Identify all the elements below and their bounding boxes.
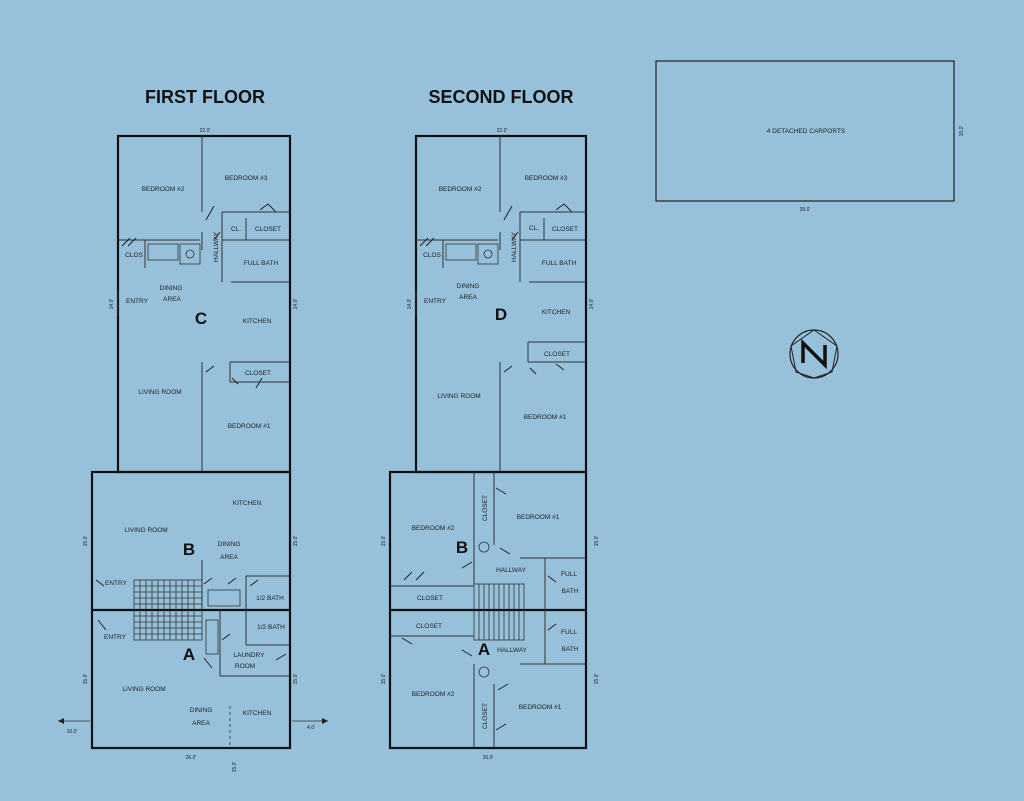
sb-closet-v: CLOSET xyxy=(482,495,489,521)
d-dining: DINING xyxy=(457,283,480,290)
b-dim-left: 15.0' xyxy=(83,536,89,547)
sb-full: FULL xyxy=(561,571,577,578)
unit-2b-letter: B xyxy=(456,538,468,557)
carport-width-dim: 39.0' xyxy=(800,207,811,213)
c-dining: DINING xyxy=(160,285,183,292)
unit-a-letter: A xyxy=(183,645,195,664)
d-clos: CLOS xyxy=(423,252,441,259)
a-dim-bottom: 26.0' xyxy=(186,755,197,761)
a-area: AREA xyxy=(192,720,210,727)
b-half-bath: 1/2 BATH xyxy=(256,595,284,602)
a-half-bath: 1/2 BATH xyxy=(257,624,285,631)
d-hallway: HALLWAY xyxy=(511,231,518,262)
sa-bedroom1: BEDROOM #1 xyxy=(519,704,562,711)
a-dim-right: 15.0' xyxy=(293,674,299,685)
a-room: ROOM xyxy=(235,663,255,670)
c-bedroom1: BEDROOM #1 xyxy=(228,423,271,430)
unit-d-letter: D xyxy=(495,305,507,324)
sa-bedroom2: BEDROOM #2 xyxy=(412,691,455,698)
a-dim-left-ext: 10.0' xyxy=(67,729,78,735)
carport-depth-dim: 15.0' xyxy=(959,126,965,137)
sa-dim-right: 15.0' xyxy=(594,674,600,685)
c-closet: CLOSET xyxy=(245,370,271,377)
second-floor-units-ab: BEDROOM #2 CLOSET BEDROOM #1 B HALLWAY F… xyxy=(381,470,600,761)
sb-closet: CLOSET xyxy=(417,595,443,602)
c-dim-top: 22.0' xyxy=(200,128,211,134)
b-dim-right: 15.0' xyxy=(293,536,299,547)
a-kitchen: KITCHEN xyxy=(243,710,272,717)
carport-block: 4 DETACHED CARPORTS 39.0' 15.0' xyxy=(655,60,965,213)
d-cl: CL. xyxy=(529,225,539,232)
sb-dim-left: 15.0' xyxy=(381,536,387,547)
c-entry: ENTRY xyxy=(126,298,149,305)
a-laundry: LAUNDRY xyxy=(234,652,266,659)
sb-bath: BATH xyxy=(562,588,579,595)
sa-closet-v: CLOSET xyxy=(482,703,489,729)
c-full-bath: FULL BATH xyxy=(244,260,279,267)
sa-bath: BATH xyxy=(562,646,579,653)
a-living-room: LIVING ROOM xyxy=(122,686,165,693)
a-entry: ENTRY xyxy=(104,634,127,641)
carport-outline xyxy=(655,60,955,202)
unit-c-letter: C xyxy=(195,309,207,328)
second-floor-unit-d: BEDROOM #2 BEDROOM #3 CL. CLOSET HALLWAY… xyxy=(407,128,595,474)
carport-label: 4 DETACHED CARPORTS xyxy=(767,128,846,135)
d-bedroom3: BEDROOM #3 xyxy=(525,175,568,182)
sa-full: FULL xyxy=(561,629,577,636)
sb-bedroom2: BEDROOM #2 xyxy=(412,525,455,532)
unit-b-letter: B xyxy=(183,540,195,559)
c-area: AREA xyxy=(163,296,181,303)
unit-2a-letter: A xyxy=(478,640,490,659)
d-closet: CLOSET xyxy=(544,351,570,358)
d-full-bath: FULL BATH xyxy=(542,260,577,267)
c-dim-left: 14.0' xyxy=(109,299,115,310)
first-floor-title: FIRST FLOOR xyxy=(145,87,265,107)
sa-closet: CLOSET xyxy=(416,623,442,630)
d-kitchen: KITCHEN xyxy=(542,309,571,316)
sb-dim-right: 15.0' xyxy=(594,536,600,547)
d-dim-left: 14.0' xyxy=(407,299,413,310)
b-living-room: LIVING ROOM xyxy=(124,527,167,534)
c-cl: CL. xyxy=(231,226,241,233)
c-closet-top: CLOSET xyxy=(255,226,281,233)
second-floor-stairs xyxy=(473,583,525,641)
b-entry: ENTRY xyxy=(105,580,128,587)
c-clos: CLOS xyxy=(125,252,143,259)
sb-hallway: HALLWAY xyxy=(496,567,527,574)
b-dining: DINING xyxy=(218,541,241,548)
sa-dim-bottom: 26.0' xyxy=(483,755,494,761)
north-arrow-icon xyxy=(789,329,839,379)
sa-dim-left: 15.0' xyxy=(381,674,387,685)
c-bedroom3: BEDROOM #3 xyxy=(225,175,268,182)
b-kitchen: KITCHEN xyxy=(233,500,262,507)
d-dim-right: 14.0' xyxy=(589,299,595,310)
north-letter-n xyxy=(801,338,827,370)
d-bedroom1: BEDROOM #1 xyxy=(524,414,567,421)
a-dining: DINING xyxy=(190,707,213,714)
c-bedroom2: BEDROOM #2 xyxy=(142,186,185,193)
first-floor-unit-c: BEDROOM #2 BEDROOM #3 CL. CLOSET HALLWAY… xyxy=(109,128,299,474)
d-entry: ENTRY xyxy=(424,298,447,305)
b-area: AREA xyxy=(220,554,238,561)
d-bedroom2: BEDROOM #2 xyxy=(439,186,482,193)
c-dim-right: 14.0' xyxy=(293,299,299,310)
d-dim-top: 22.0' xyxy=(497,128,508,134)
sb-bedroom1: BEDROOM #1 xyxy=(517,514,560,521)
sa-hallway: HALLWAY xyxy=(497,647,528,654)
a-dim-center: 15.0' xyxy=(232,762,238,773)
a-dim-right-ext: 4.0' xyxy=(307,725,315,731)
second-floor-title: SECOND FLOOR xyxy=(428,87,573,107)
d-area: AREA xyxy=(459,294,477,301)
c-hallway: HALLWAY xyxy=(213,231,220,262)
c-kitchen: KITCHEN xyxy=(243,318,272,325)
a-dim-left: 15.0' xyxy=(83,674,89,685)
d-closet-top: CLOSET xyxy=(552,226,578,233)
d-living-room: LIVING ROOM xyxy=(437,393,480,400)
first-floor-units-ab: KITCHEN LIVING ROOM DINING AREA B ENTRY … xyxy=(58,470,328,773)
c-living-room: LIVING ROOM xyxy=(138,389,181,396)
